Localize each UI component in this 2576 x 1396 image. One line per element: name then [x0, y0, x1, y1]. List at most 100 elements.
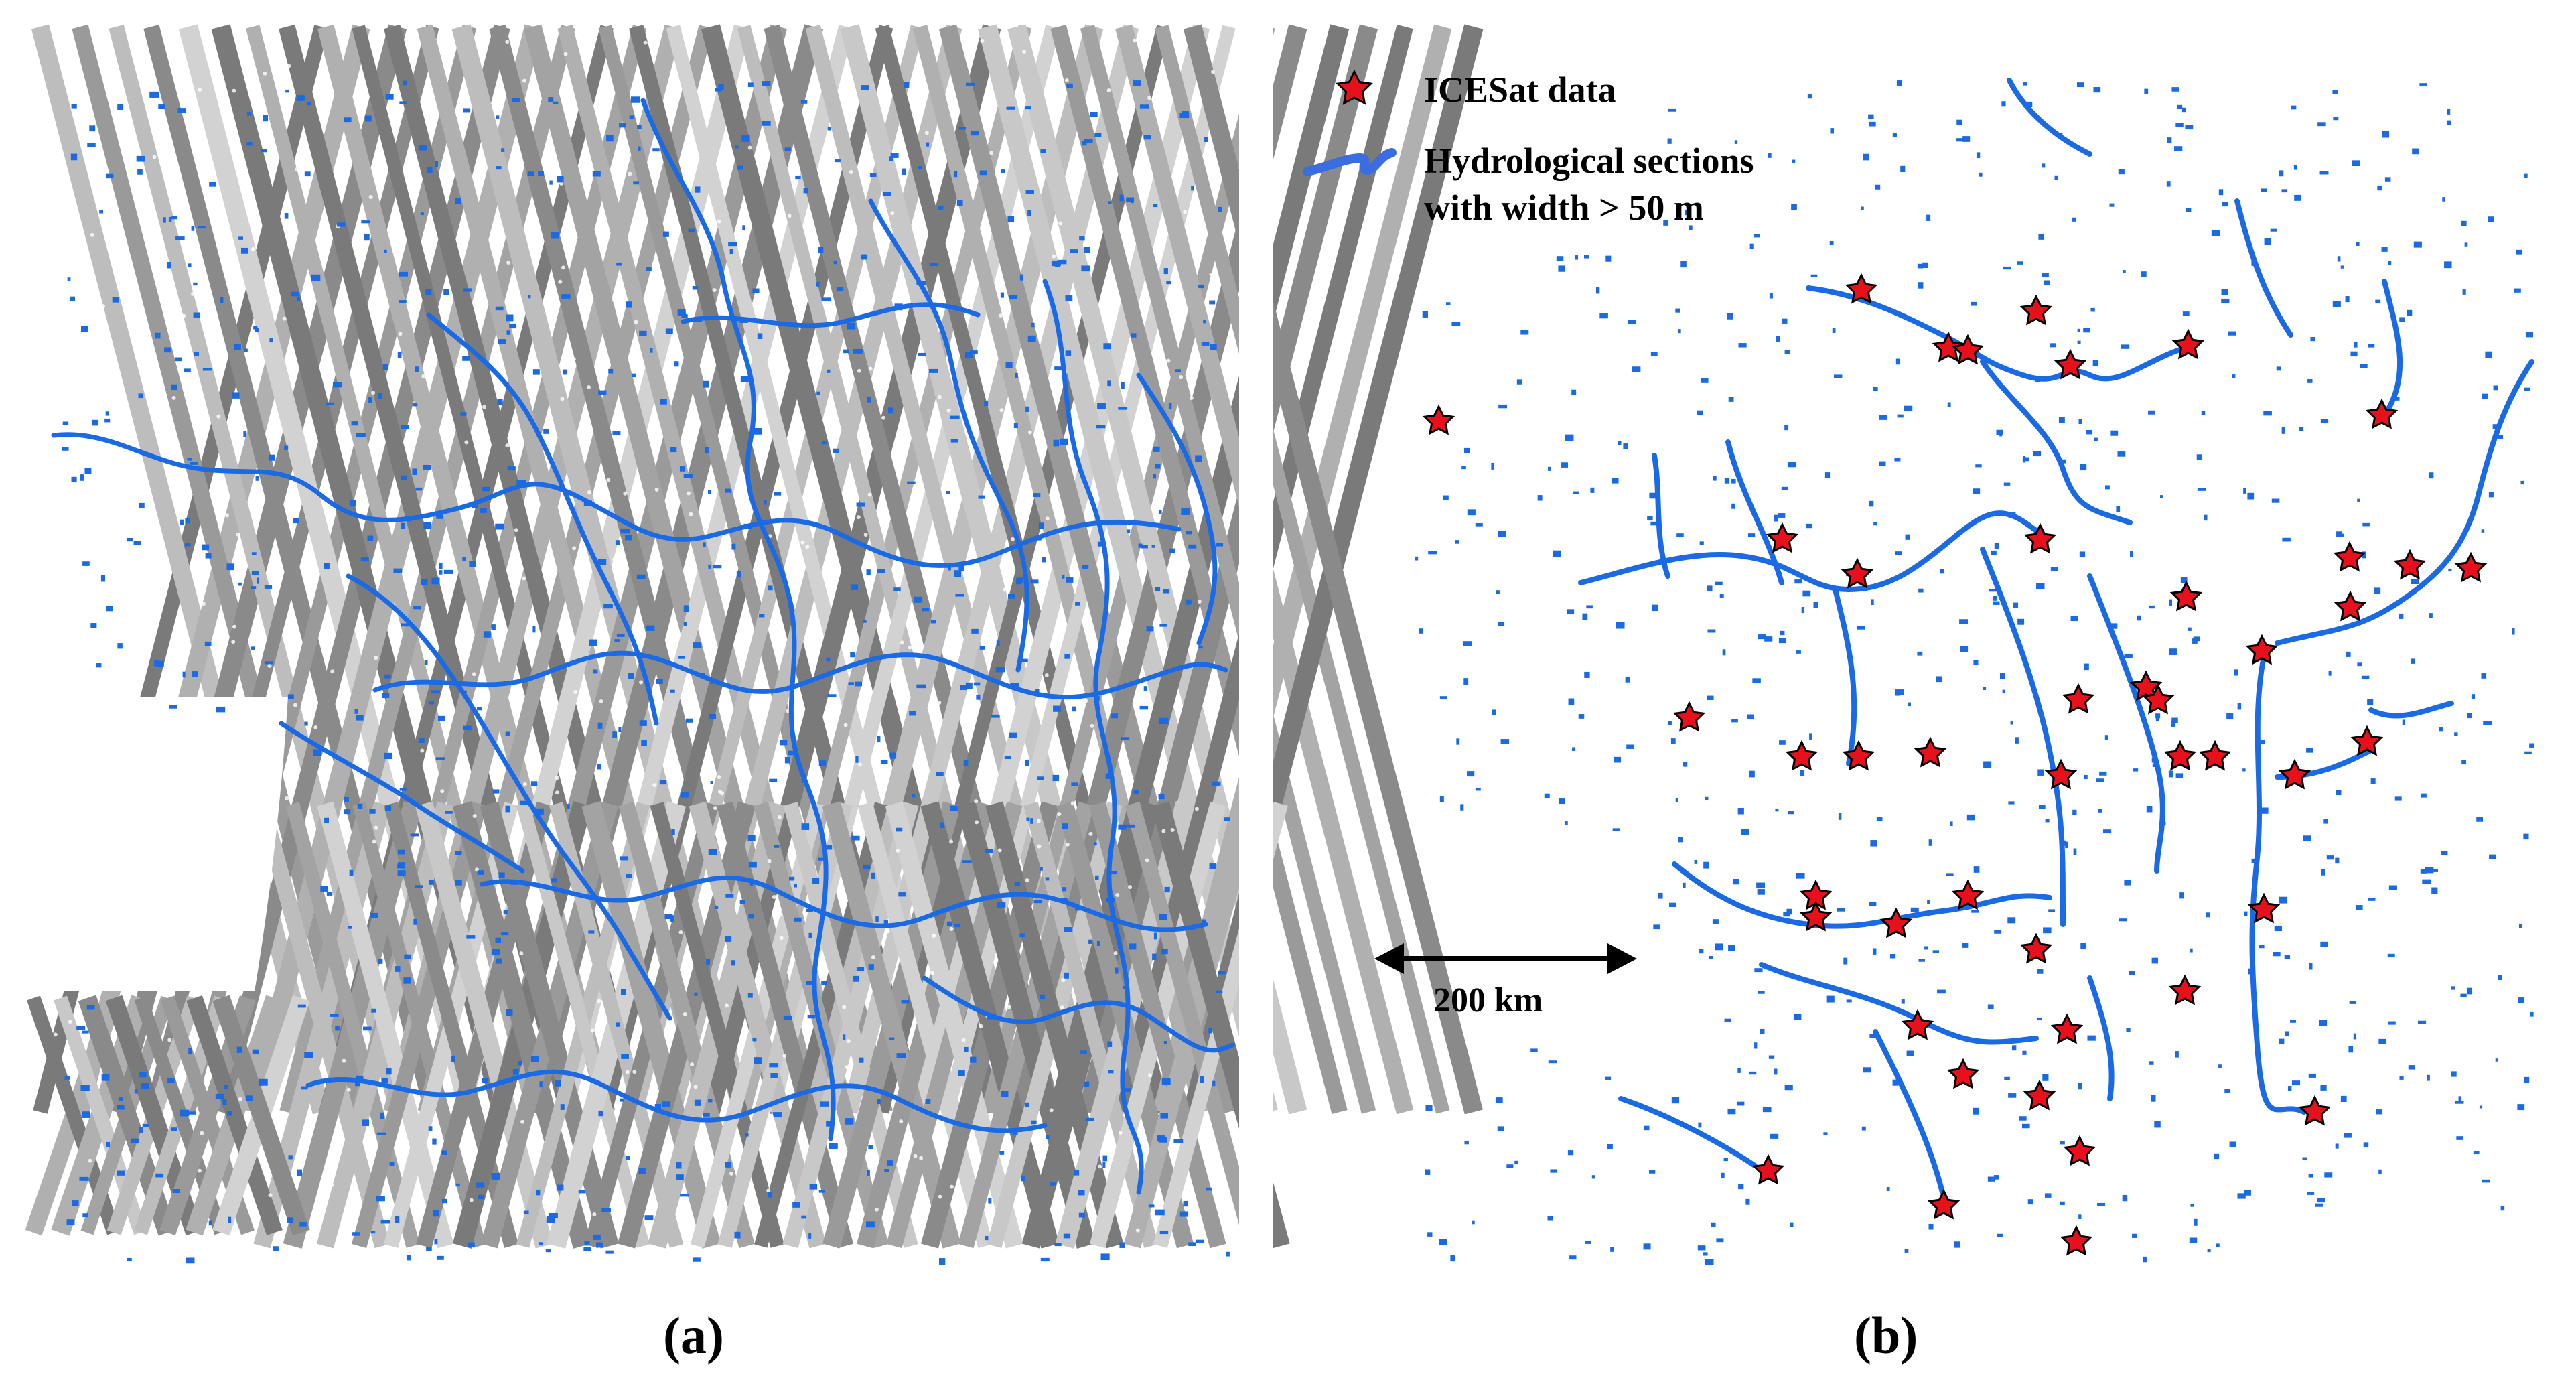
- river-fragment: [914, 596, 923, 603]
- river-fragment: [462, 557, 466, 561]
- river-fragment: [1861, 1126, 1866, 1131]
- river-fragment: [1450, 1255, 1455, 1262]
- river-fragment: [1031, 322, 1035, 328]
- river-fragment: [822, 441, 827, 445]
- river-fragment: [2126, 1028, 2131, 1032]
- river-fragment: [818, 760, 827, 766]
- river-fragment: [461, 690, 467, 694]
- river-fragment: [1830, 128, 1835, 134]
- icesat-star-icon: [1422, 404, 1455, 435]
- river-fragment: [2037, 969, 2044, 974]
- icesat-star-icon: [1841, 557, 1874, 589]
- river-fragment: [82, 561, 90, 566]
- river-path: [2234, 198, 2293, 338]
- river-fragment: [405, 516, 412, 522]
- river-fragment: [1994, 543, 1999, 549]
- river-fragment: [297, 1004, 306, 1008]
- ground-track: [581, 801, 721, 1249]
- river-fragment: [1472, 1220, 1475, 1225]
- river-fragment: [2378, 1169, 2382, 1174]
- river-fragment: [2027, 1199, 2033, 1205]
- river-fragment: [1618, 441, 1622, 445]
- river-fragment: [2228, 331, 2236, 336]
- river-fragment: [708, 1099, 713, 1103]
- river-fragment: [131, 1138, 139, 1143]
- icesat-star-icon: [1799, 900, 1833, 932]
- river-network-b: [1578, 78, 2534, 1195]
- river-fragment: [2086, 429, 2092, 435]
- river-fragment: [641, 740, 647, 746]
- river-fragment: [930, 620, 937, 624]
- river-fragment: [2196, 454, 2202, 460]
- river-fragment: [925, 1099, 931, 1104]
- river-fragment: [264, 470, 270, 474]
- river-fragment: [1926, 214, 1931, 221]
- river-fragment: [1918, 588, 1924, 593]
- river-fragment: [851, 835, 860, 841]
- river-fragment: [1991, 550, 1997, 555]
- river-fragment: [1713, 476, 1717, 481]
- river-fragment: [677, 309, 686, 316]
- river-fragment: [770, 1073, 778, 1078]
- river-fragment: [1599, 313, 1608, 319]
- river-fragment: [1143, 135, 1151, 140]
- river-fragment: [2317, 1198, 2325, 1203]
- river-fragment: [955, 594, 964, 597]
- river-fragment: [713, 564, 722, 569]
- river-fragment: [518, 1060, 522, 1066]
- river-fragment: [2076, 82, 2084, 88]
- river-fragment: [1025, 759, 1029, 766]
- river-path: [279, 721, 525, 874]
- river-fragment: [173, 1189, 180, 1194]
- river-fragment: [1133, 790, 1139, 794]
- river-fragment: [2042, 273, 2049, 277]
- ground-track: [1023, 802, 1159, 1248]
- river-fragment: [491, 949, 500, 955]
- river-path: [1806, 285, 2186, 382]
- river-fragment: [2243, 487, 2246, 494]
- river-fragment: [1993, 601, 2000, 605]
- river-fragment: [855, 681, 863, 687]
- river-fragment: [1547, 1216, 1554, 1221]
- river-fragment: [2004, 1076, 2010, 1080]
- river-fragment: [674, 361, 679, 367]
- river-fragment: [2388, 885, 2397, 890]
- river-fragment: [999, 1151, 1005, 1155]
- river-fragment: [255, 328, 259, 332]
- river-fragment: [1863, 1067, 1871, 1073]
- river-fragment: [747, 993, 753, 998]
- river-fragment: [1001, 169, 1005, 173]
- legend-label-icesat: ICESat data: [1424, 70, 1616, 110]
- river-fragment: [480, 508, 487, 513]
- river-path: [1578, 510, 2046, 592]
- icesat-star-icon: [1951, 879, 1985, 910]
- river-fragment: [337, 222, 346, 227]
- river-fragment: [1030, 818, 1033, 824]
- river-fragment: [1153, 474, 1156, 479]
- river-fragment: [505, 805, 510, 813]
- river-fragment: [875, 916, 879, 922]
- river-fragment: [853, 975, 859, 982]
- river-fragment: [1119, 194, 1124, 202]
- river-fragment: [1774, 514, 1778, 522]
- river-fragment: [1094, 133, 1102, 137]
- river-fragment: [2489, 854, 2496, 859]
- icesat-star-icon: [2350, 725, 2384, 756]
- river-fragment: [2408, 1065, 2415, 1070]
- river-fragment: [1582, 613, 1588, 620]
- river-fragment: [2378, 1038, 2386, 1044]
- ground-track: [415, 801, 553, 1249]
- river-fragment: [1928, 839, 1932, 846]
- river-fragment: [1567, 609, 1575, 614]
- river-fragment: [1161, 1078, 1171, 1085]
- river-fragment: [808, 1233, 812, 1239]
- river-fragment: [1847, 652, 1852, 658]
- river-fragment: [1707, 695, 1714, 700]
- river-fragment: [970, 1056, 977, 1063]
- river-fragment: [2488, 216, 2494, 222]
- river-fragment: [1754, 234, 1760, 238]
- river-fragment: [1153, 446, 1160, 452]
- river-fragment: [2520, 480, 2524, 485]
- river-fragment: [614, 639, 620, 642]
- river-fragment: [269, 338, 273, 343]
